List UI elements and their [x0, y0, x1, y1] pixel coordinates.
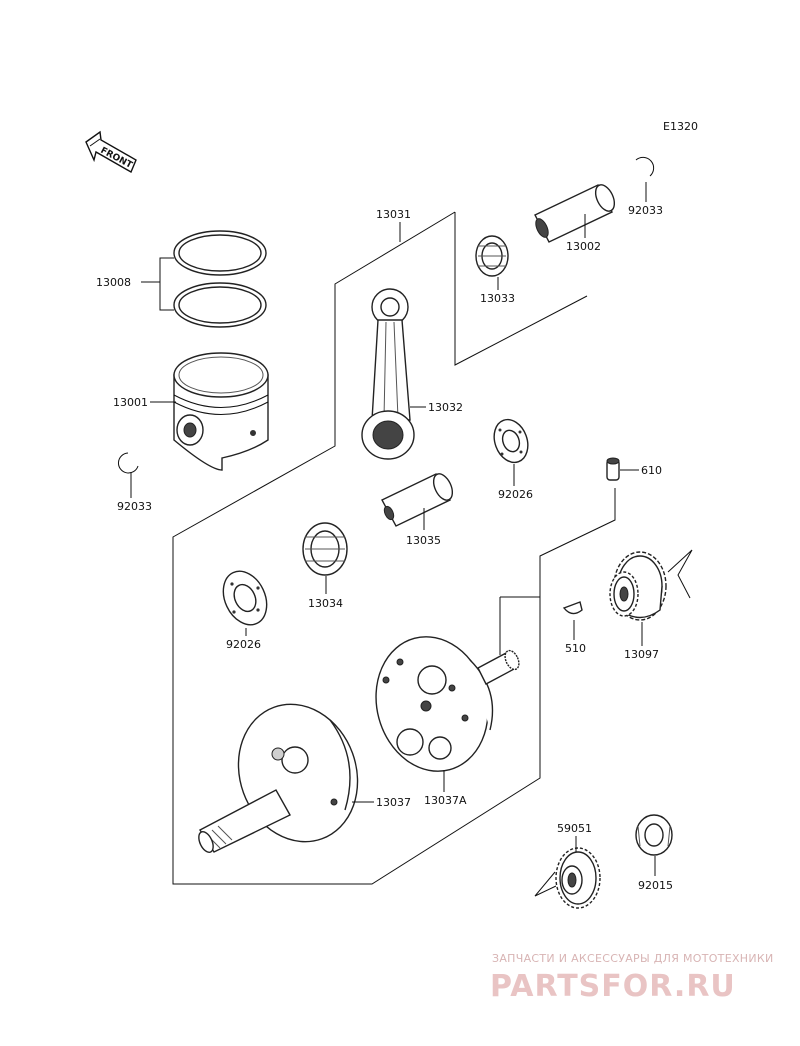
thrust-washer-mid	[493, 418, 529, 464]
piston-pin	[534, 184, 616, 243]
label-13034: 13034	[308, 597, 343, 610]
primary-gear	[609, 549, 693, 621]
label-13008: 13008	[96, 276, 131, 289]
watermark-tagline: ЗАПЧАСТИ И АКСЕССУАРЫ ДЛЯ МОТОТЕХНИКИ	[492, 952, 774, 965]
assembly-outline	[172, 211, 616, 885]
connecting-rod	[361, 288, 415, 460]
piston	[173, 352, 269, 471]
label-13002: 13002	[566, 240, 601, 253]
label-92026-left: 92026	[226, 638, 261, 651]
watermark-brand: PARTSFOR.RU	[490, 969, 736, 1004]
woodruff-key	[562, 601, 583, 615]
label-13033: 13033	[480, 292, 515, 305]
label-92033-right: 92033	[628, 204, 663, 217]
crank-pin	[381, 473, 454, 527]
label-92015: 92015	[638, 879, 673, 892]
front-arrow-icon: FRONT	[85, 130, 137, 174]
label-92026-mid: 92026	[498, 488, 533, 501]
label-13037A: 13037A	[424, 794, 467, 807]
circlip-right	[635, 156, 655, 177]
label-13032: 13032	[428, 401, 463, 414]
label-59051: 59051	[557, 822, 592, 835]
needle-bearing-large	[302, 522, 348, 576]
label-510: 510	[565, 642, 586, 655]
label-13097: 13097	[624, 648, 659, 661]
diagram-code: E1320	[663, 120, 698, 133]
label-13031: 13031	[376, 208, 411, 221]
watermark: ЗАПЧАСТИ И АКСЕССУАРЫ ДЛЯ МОТОТЕХНИКИ PA…	[490, 952, 774, 1004]
sprocket	[534, 847, 601, 909]
needle-bearing-small	[475, 235, 509, 277]
label-610: 610	[641, 464, 662, 477]
crankshaft-left	[198, 703, 359, 853]
label-13001: 13001	[113, 396, 148, 409]
circlip-left	[117, 452, 139, 474]
dowel-pin	[606, 457, 620, 481]
piston-rings	[173, 230, 267, 328]
label-92033-left: 92033	[117, 500, 152, 513]
crankshaft-right	[375, 636, 520, 772]
thrust-washer-left	[222, 570, 268, 626]
nut	[635, 814, 673, 856]
label-13035: 13035	[406, 534, 441, 547]
label-13037: 13037	[376, 796, 411, 809]
